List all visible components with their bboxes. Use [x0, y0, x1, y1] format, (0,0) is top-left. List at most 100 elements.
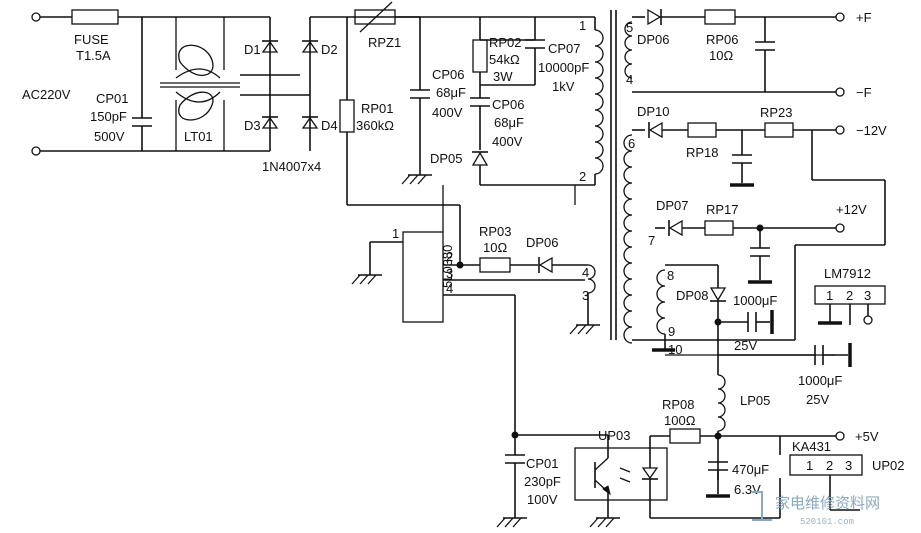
c25a-value: 25V — [734, 338, 757, 353]
rp06-label: RP06 — [706, 32, 739, 47]
cp06b-voltage: 400V — [492, 134, 523, 149]
dp06a-label: DP06 — [526, 235, 559, 250]
ac-input — [31, 9, 270, 156]
rp23-label: RP23 — [760, 105, 793, 120]
c25b-value: 25V — [806, 392, 829, 407]
rp08-label: RP08 — [662, 397, 695, 412]
rpz1-thermistor — [354, 1, 595, 33]
watermark-url: 520101.com — [800, 517, 854, 527]
lm7912-label: LM7912 — [824, 266, 871, 281]
aux-winding — [569, 185, 600, 335]
rp18-label: RP18 — [686, 145, 719, 160]
t-pin3: 3 — [582, 288, 589, 303]
rp08-resistor — [669, 428, 701, 444]
snubber — [470, 17, 595, 186]
ka431-pin3: 3 — [845, 458, 852, 473]
ac-terminal-top — [31, 12, 41, 22]
t-pin8: 8 — [667, 268, 674, 283]
dp08-label: DP08 — [676, 288, 709, 303]
fminus-terminal — [835, 87, 845, 97]
fuse-label: FUSE — [74, 32, 109, 47]
ka431-pin2: 2 — [826, 458, 833, 473]
lm7912-pin1: 1 — [826, 288, 833, 303]
c1000b-value: 1000μF — [798, 373, 842, 388]
rp17-resistor — [704, 220, 734, 236]
c63-value: 6.3V — [734, 482, 761, 497]
fuse-rating: T1.5A — [76, 48, 111, 63]
ic-5l0380 — [351, 185, 588, 435]
d2-diode — [301, 40, 319, 53]
component-labels: FUSE T1.5A AC220V CP01 150pF 500V LT01 D… — [22, 10, 905, 507]
cp01b-voltage: 100V — [527, 492, 558, 507]
fminus-label: −F — [856, 85, 872, 100]
cp07-voltage: 1kV — [552, 79, 575, 94]
d1-diode — [261, 40, 279, 53]
m12-output — [623, 121, 886, 344]
d2-label: D2 — [321, 42, 338, 57]
t-pin6: 6 — [628, 136, 635, 151]
up03-optocoupler — [574, 435, 668, 518]
lm7912-pin2: 2 — [846, 288, 853, 303]
primary-winding — [594, 10, 617, 340]
c1000a-value: 1000μF — [733, 293, 777, 308]
rp08-value: 100Ω — [664, 413, 696, 428]
m12-label: −12V — [856, 123, 887, 138]
ic-pin3: 3 — [446, 266, 453, 281]
ic-label: 5L0380 — [440, 245, 455, 288]
dp06b-label: DP06 — [637, 32, 670, 47]
p5-label: +5V — [855, 429, 879, 444]
cp06b-cap: 68μF — [494, 115, 524, 130]
rpz1-label: RPZ1 — [368, 35, 401, 50]
t-pin10: 10 — [668, 342, 682, 357]
up03-label: UP03 — [598, 428, 631, 443]
dp10-label: DP10 — [637, 104, 670, 119]
dp05-label: DP05 — [430, 151, 463, 166]
rp02-resistor — [472, 39, 488, 73]
dp05-diode — [471, 151, 489, 166]
cp01b-label: CP01 — [526, 456, 559, 471]
rp01-resistor — [339, 99, 355, 133]
fplus-terminal — [835, 12, 845, 22]
ac-terminal-bottom — [31, 146, 41, 156]
ka431-pin1: 1 — [806, 458, 813, 473]
p5-terminal — [835, 431, 845, 441]
lt01-label: LT01 — [184, 129, 213, 144]
diode-type: 1N4007x4 — [262, 159, 321, 174]
t-pin7: 7 — [648, 233, 655, 248]
cp01a-voltage: 500V — [94, 129, 125, 144]
t-pin4: 4 — [582, 265, 589, 280]
ic-pin2: 2 — [446, 249, 453, 264]
lp05-inductor — [717, 374, 726, 480]
rp03-value: 10Ω — [483, 240, 507, 255]
t-pin4b: 4 — [626, 72, 633, 87]
m12-terminal — [835, 125, 845, 135]
t-pin5: 5 — [626, 20, 633, 35]
cp01a-label: CP01 — [96, 91, 129, 106]
lm7912-regulator — [814, 285, 886, 325]
rp06-resistor — [704, 9, 736, 25]
p12-output — [655, 219, 845, 284]
ic-pin1: 1 — [392, 226, 399, 241]
dp06a-diode — [538, 256, 553, 274]
d3-diode — [261, 116, 279, 129]
dp08-diode — [709, 287, 727, 302]
rp02-value: 54kΩ — [489, 52, 520, 67]
p12-terminal — [835, 223, 845, 233]
dp10-diode — [648, 121, 663, 139]
rp03-resistor — [479, 257, 511, 273]
p12-label: +12V — [836, 202, 867, 217]
ic-pin4: 4 — [446, 281, 453, 296]
rp17-label: RP17 — [706, 202, 739, 217]
cp06a-capacitor — [401, 17, 432, 185]
d3-label: D3 — [244, 118, 261, 133]
watermark-text: 家电维修资料网 — [775, 495, 880, 512]
lp05-label: LP05 — [740, 393, 770, 408]
c470-value: 470μF — [732, 462, 769, 477]
rp01-value: 360kΩ — [356, 118, 394, 133]
fplus-label: +F — [856, 10, 872, 25]
d1-label: D1 — [244, 42, 261, 57]
ac-voltage: AC220V — [22, 87, 71, 102]
ka431-label: KA431 — [792, 439, 831, 454]
